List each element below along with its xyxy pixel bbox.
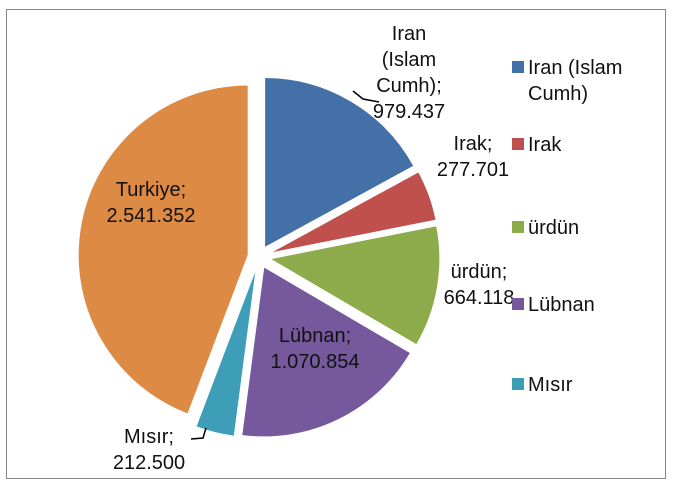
legend-label-line: Irak xyxy=(528,134,562,156)
pie-slice-2 xyxy=(268,225,441,346)
legend-swatch-3 xyxy=(512,298,524,310)
slice-label-line: Mısır; xyxy=(124,426,174,448)
slice-label-line: 212.500 xyxy=(113,452,185,474)
slice-label-line: (Islam xyxy=(382,49,436,71)
slice-label-line: 277.701 xyxy=(437,159,509,181)
pie-slice-0 xyxy=(264,77,415,249)
slice-label-line: 979.437 xyxy=(373,101,445,123)
pie-slice-3 xyxy=(241,266,412,438)
legend-label-line: Iran (Islam xyxy=(528,57,622,79)
slice-label-4: Mısır; 212.500 xyxy=(113,426,185,474)
slice-label-line: Turkiye; xyxy=(116,179,186,201)
slice-label-line: 1.070.854 xyxy=(271,351,360,373)
legend-label-3: Lübnan xyxy=(528,294,595,316)
leader-line-1 xyxy=(190,427,207,440)
slice-label-line: ürdün; xyxy=(451,261,508,283)
leader-line-0 xyxy=(352,90,380,103)
slice-label-line: Cumh); xyxy=(376,75,442,97)
slice-label-line: 664.118 xyxy=(444,287,515,309)
slice-label-line: Iran xyxy=(392,23,426,45)
pie-slices xyxy=(77,77,441,438)
legend-swatch-1 xyxy=(512,138,524,150)
legend-label-4: Mısır xyxy=(528,374,573,396)
legend-label-line: ürdün xyxy=(528,217,579,239)
legend-label-line: Lübnan xyxy=(528,294,595,316)
legend-label-line: Cumh) xyxy=(528,83,588,105)
legend-label-line: Mısır xyxy=(528,374,573,396)
legend-label-2: ürdün xyxy=(528,217,579,239)
slice-label-2: ürdün; 664.118 xyxy=(444,261,515,309)
slice-label-3: Lübnan; 1.070.854 xyxy=(271,325,360,373)
pie-slice-4 xyxy=(195,267,257,437)
slice-label-line: Irak; xyxy=(454,133,493,155)
pie-slice-5 xyxy=(77,84,249,415)
legend-swatch-4 xyxy=(512,378,524,390)
pie-slice-1 xyxy=(269,171,437,254)
legend-swatch-2 xyxy=(512,221,524,233)
slice-label-5: Turkiye; 2.541.352 xyxy=(107,179,196,227)
legend-label-1: Irak xyxy=(528,134,562,156)
legend-swatch-0 xyxy=(512,61,524,73)
slice-label-1: Irak; 277.701 xyxy=(437,133,509,181)
slice-label-line: Lübnan; xyxy=(279,325,351,347)
leader-lines xyxy=(190,90,380,440)
slice-label-line: 2.541.352 xyxy=(107,205,196,227)
